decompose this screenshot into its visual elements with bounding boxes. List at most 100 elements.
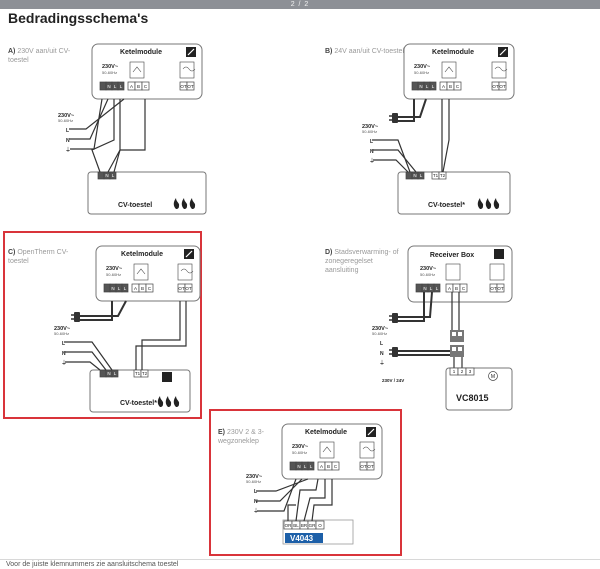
terminal-label: B — [449, 84, 452, 89]
earth-icon: ⏚ — [369, 158, 375, 165]
wire-B-T2 — [442, 99, 450, 173]
terminal-label: GR — [309, 523, 317, 528]
relay-switch-icon — [136, 268, 146, 275]
terminal-L2 — [117, 81, 125, 91]
terminal-label: C — [148, 286, 152, 291]
wire-C-2 — [80, 301, 113, 321]
terminal-earth — [103, 283, 111, 293]
terminal-label: L — [114, 84, 117, 89]
caption-D: D) Stadsverwarming- of zonegeregelset aa… — [325, 249, 399, 274]
motor-label: M — [491, 374, 495, 380]
terminal-label: L — [310, 464, 313, 469]
supply-voltage: 230V~ — [246, 474, 262, 480]
relay-icon — [129, 61, 145, 79]
wire-label-L: L — [370, 139, 373, 145]
footer-note: Voor de juiste klemnummers zie aansluits… — [6, 561, 179, 568]
terminal-label: N — [423, 286, 426, 291]
opentherm-icon — [177, 263, 193, 281]
terminal-label: A — [448, 286, 451, 291]
terminal-label: A — [320, 464, 323, 469]
wire-E-4 — [311, 479, 333, 522]
freq-label: 50-60Hz — [414, 70, 429, 75]
freq-label: 50-60Hz — [420, 272, 435, 277]
terminal-L2 — [429, 81, 437, 91]
terminal-label: OT — [499, 84, 506, 89]
wire-A-3 — [113, 99, 146, 173]
terminal-label: L — [304, 464, 307, 469]
earth-icon: ⏚ — [253, 508, 259, 515]
terminal-label: OT — [497, 286, 504, 291]
module-title: Ketelmodule — [432, 49, 474, 56]
supply-freq: 50-60Hz — [362, 129, 377, 134]
voltage-label: 230V~ — [292, 444, 308, 450]
junction-screw — [458, 347, 462, 351]
flame-icon — [165, 396, 172, 407]
device-terminal-L — [109, 171, 117, 180]
wire-B-E — [373, 159, 409, 173]
relay-icon — [445, 263, 461, 281]
supply-voltage: 230V~ — [372, 326, 388, 332]
opentherm-icon — [489, 263, 505, 281]
terminal-earth — [411, 81, 419, 91]
terminal-label: C — [462, 286, 466, 291]
plug-B — [392, 113, 398, 123]
earth-icon: ⏚ — [379, 360, 385, 367]
wire-C-L — [64, 341, 113, 371]
terminal-label: T2 — [142, 371, 148, 376]
wire-B-N — [372, 149, 417, 173]
terminal-OT2 — [186, 81, 195, 91]
terminal-earth — [415, 283, 423, 293]
terminal-label: BR — [301, 523, 308, 528]
v4043-label-bg — [285, 533, 323, 543]
freq-label: 50-60Hz — [292, 450, 307, 455]
supply-freq: 50-60Hz — [54, 331, 69, 336]
terminal-label: OT — [187, 84, 194, 89]
terminal-label: OT — [185, 286, 192, 291]
thermostat-logo-mark — [367, 428, 375, 436]
wire-E-2 — [295, 478, 319, 522]
opentherm-wave-icon — [182, 66, 196, 72]
terminal-C — [331, 461, 340, 471]
terminal-label: 1 — [453, 369, 456, 374]
thermostat-logo-icon — [162, 372, 172, 382]
terminal-C — [145, 283, 154, 293]
terminal-label: 3 — [469, 369, 472, 374]
module-title: Ketelmodule — [305, 429, 347, 436]
junction-screw — [452, 347, 456, 351]
wire-label-N: N — [370, 149, 374, 155]
device-terminal-earth — [405, 171, 413, 180]
voltage-label: 230V~ — [106, 266, 122, 272]
relay-icon — [319, 441, 335, 459]
supply-freq: 50-60Hz — [58, 118, 73, 123]
cv-toestel-B-label: CV-toestel* — [428, 202, 465, 209]
terminal-label: A — [130, 84, 133, 89]
relay-icon — [133, 263, 149, 281]
thermostat-logo-mark — [499, 48, 507, 56]
terminal-label: N — [107, 84, 110, 89]
terminal-label: L — [120, 84, 123, 89]
terminal-OT2 — [366, 461, 375, 471]
voltage-label: 230V~ — [420, 266, 436, 272]
wire-label-L: L — [254, 489, 257, 495]
terminal-label: OT — [360, 464, 367, 469]
terminal-earth — [99, 81, 107, 91]
opentherm-icon — [179, 61, 195, 79]
wire-D-1 — [398, 291, 433, 318]
wire-C-E — [65, 361, 101, 371]
wire-D-2 — [398, 292, 425, 322]
terminal-label: N — [419, 84, 422, 89]
terminal-label: OT — [490, 286, 497, 291]
relay-icon — [441, 61, 457, 79]
junction-screw — [452, 332, 456, 336]
terminal-label: N — [413, 173, 416, 178]
supply-voltage: 230V~ — [54, 326, 70, 332]
opentherm-icon — [491, 61, 507, 79]
caption-B: B) 24V aan/uit CV-toestel — [325, 48, 404, 55]
flame-icon — [485, 198, 492, 209]
wire-A-1 — [91, 99, 115, 173]
plug-D1 — [392, 313, 398, 323]
